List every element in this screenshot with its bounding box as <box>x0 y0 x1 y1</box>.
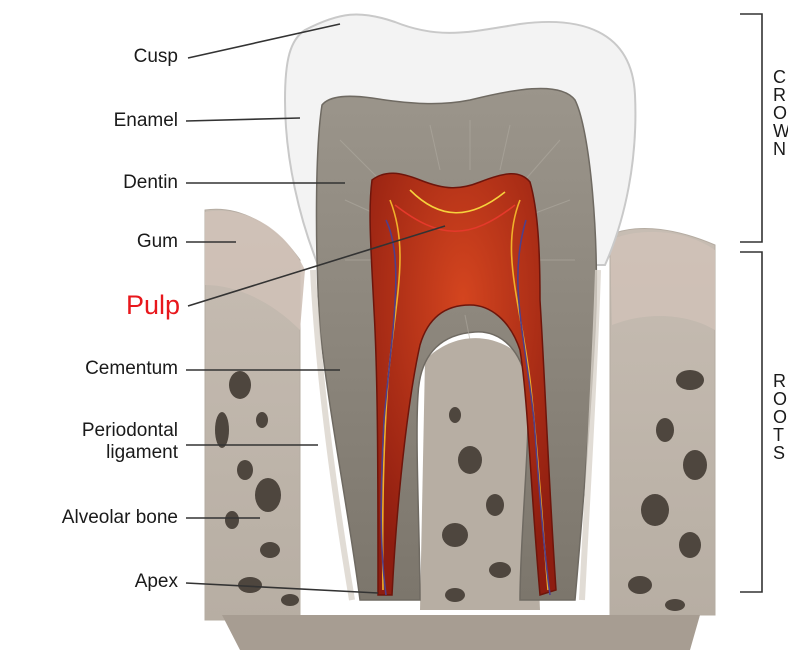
root-bracket <box>740 252 762 592</box>
crown-side-label: C R O W N <box>773 68 788 158</box>
label-periodontal-line1: Periodontal <box>20 420 178 442</box>
leader-enamel <box>186 118 300 121</box>
label-periodontal: Periodontal ligament <box>20 420 178 464</box>
label-pulp: Pulp <box>90 290 180 320</box>
label-apex: Apex <box>100 571 178 593</box>
label-alveolar-bone: Alveolar bone <box>8 507 178 529</box>
label-enamel: Enamel <box>80 110 178 132</box>
label-periodontal-line2: ligament <box>20 442 178 464</box>
crown-bracket <box>740 14 762 242</box>
label-cementum: Cementum <box>20 358 178 380</box>
root-side-label: R O O T S <box>773 372 787 462</box>
label-dentin: Dentin <box>80 172 178 194</box>
label-cusp: Cusp <box>100 46 178 68</box>
brackets <box>740 14 762 592</box>
label-gum: Gum <box>100 231 178 253</box>
